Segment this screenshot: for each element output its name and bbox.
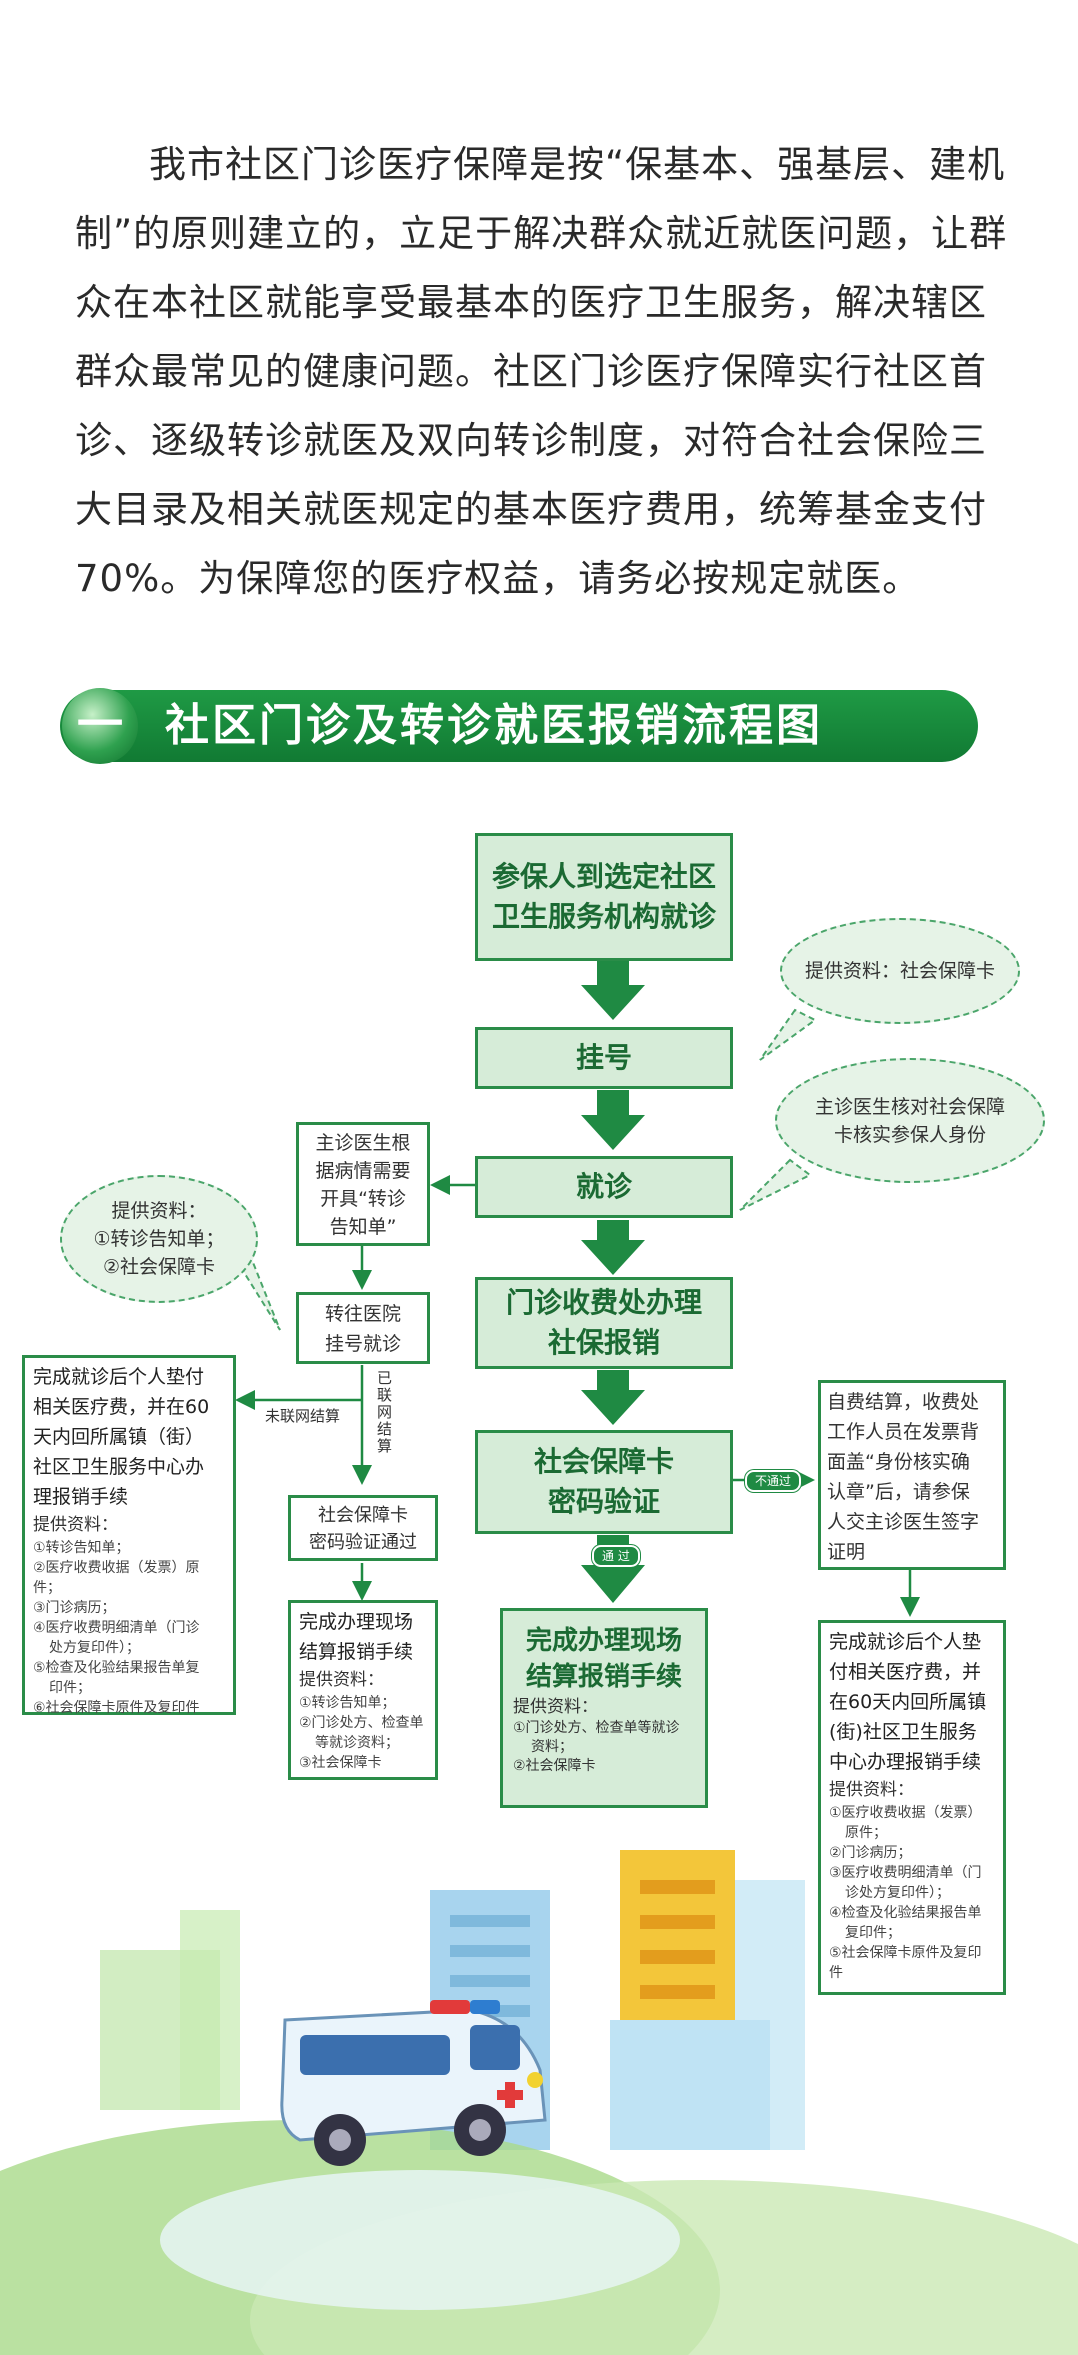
step5-line1: 社会保障卡 (533, 1445, 674, 1478)
verify-line: 密码验证通过 (309, 1532, 417, 1553)
complete-item: 等就诊资料； (315, 1735, 399, 1751)
self-line: 认章”后，请参保 (827, 1481, 970, 1503)
step1-line1: 参保人到选定社区 (491, 860, 716, 893)
step6-line2: 结算报销手续 (525, 1662, 682, 1692)
reimb-item: 印件； (49, 1680, 91, 1696)
self-line: 人交主诊医生签字 (827, 1511, 980, 1533)
step3-label: 就诊 (575, 1170, 632, 1203)
step4-line2: 社保报销 (547, 1326, 660, 1359)
reimb-sub: 提供资料： (33, 1515, 118, 1535)
step6-sub: 提供资料： (513, 1697, 598, 1717)
reimb-head: 社区卫生服务中心办 (33, 1456, 205, 1478)
bubble-provide-card: 提供资料：社会保障卡 (780, 918, 1020, 1024)
step6-item: ②社会保障卡 (513, 1758, 596, 1774)
step-complete-settlement: 完成办理现场 结算报销手续 提供资料： ①门诊处方、检查单等就诊 资料； ②社会… (500, 1608, 708, 1808)
reimb-sub: 提供资料： (829, 1780, 914, 1800)
linked-label: 已联网结算 (375, 1370, 393, 1455)
reimb-item: ①转诊告知单； (33, 1540, 130, 1556)
step1-line2: 卫生服务机构就诊 (491, 900, 716, 933)
intro-paragraph: 我市社区门诊医疗保障是按“保基本、强基层、建机制”的原则建立的，立足于解决群众就… (75, 143, 1008, 600)
reimb-item: 件 (829, 1965, 843, 1981)
complete-line: 完成办理现场 (299, 1611, 414, 1633)
reimb-item: ③门诊病历； (33, 1600, 116, 1616)
complete-sub: 提供资料： (299, 1670, 384, 1690)
fail-tag: 不通过 (745, 1470, 802, 1492)
reimb-item: 复印件； (845, 1925, 901, 1941)
reimb-item: ⑤检查及化验结果报告单复 (33, 1660, 200, 1676)
step-cashier: 门诊收费处办理 社保报销 (475, 1277, 733, 1369)
bubble3-line: 提供资料： (111, 1200, 207, 1222)
reimb-head: 完成就诊后个人垫付 (33, 1366, 205, 1388)
reimb-item: ④检查及化验结果报告单 (829, 1905, 982, 1921)
transfer-hospital-box: 转往医院 挂号就诊 (296, 1292, 430, 1364)
bubble3-line: ②社会保障卡 (102, 1256, 216, 1278)
complete-item: ①转诊告知单； (299, 1695, 396, 1711)
reimb-head: 理报销手续 (33, 1486, 129, 1508)
self-line: 自费结算，收费处 (827, 1391, 980, 1413)
bubble2-line: 主诊医生核对社会保障 (814, 1095, 1005, 1118)
reimb-head: (街)社区卫生服务 (829, 1721, 977, 1743)
unlinked-label: 未联网结算 (265, 1407, 341, 1425)
self-line: 面盖“身份核实确 (827, 1451, 970, 1473)
reimb-head: 完成就诊后个人垫 (829, 1631, 982, 1653)
left-reimburse-box: 完成就诊后个人垫付 相关医疗费，并在60 天内回所属镇（街） 社区卫生服务中心办… (22, 1355, 236, 1716)
ambulance-icon (280, 2000, 547, 2166)
verify-line: 社会保障卡 (318, 1505, 408, 1526)
bubble-doctor-verify: 主诊医生核对社会保障 卡核实参保人身份 (775, 1058, 1045, 1183)
banner-ball-icon (62, 688, 138, 764)
bubble3-line: ①转诊告知单； (93, 1228, 225, 1250)
reimb-head: 天内回所属镇（街） (33, 1426, 205, 1448)
step5-line2: 密码验证 (547, 1485, 660, 1518)
complete-line: 结算报销手续 (299, 1641, 414, 1663)
step6-line1: 完成办理现场 (525, 1626, 682, 1656)
self-pay-box: 自费结算，收费处 工作人员在发票背 面盖“身份核实确 认章”后，请参保 人交主诊… (818, 1380, 1006, 1570)
step4-line1: 门诊收费处办理 (505, 1286, 702, 1319)
step6-item: ①门诊处方、检查单等就诊 (513, 1720, 680, 1736)
step-consult: 就诊 (475, 1156, 733, 1218)
reimb-item: ④医疗收费明细清单（门诊 (33, 1620, 200, 1636)
self-line: 工作人员在发票背 (827, 1421, 980, 1443)
green-hills (0, 2120, 1078, 2355)
transfer-line: 转往医院 (324, 1303, 401, 1325)
reimb-item: ③医疗收费明细清单（门 (829, 1865, 982, 1881)
section-banner (60, 690, 978, 762)
reimb-item: ②门诊病历； (829, 1845, 912, 1861)
transfer-line: 挂号就诊 (324, 1333, 401, 1355)
banner-title: 社区门诊及转诊就医报销流程图 (165, 700, 823, 751)
pass-tag: 通 过 (592, 1545, 640, 1567)
banner-number: 一 (77, 697, 123, 751)
reimb-item: 诊处方复印件）； (845, 1885, 950, 1901)
step-card-verify: 社会保障卡 密码验证 (475, 1430, 733, 1534)
reimb-item: 处方复印件）； (49, 1640, 140, 1656)
step-visit-clinic: 参保人到选定社区 卫生服务机构就诊 (475, 833, 733, 961)
complete-item: ②门诊处方、检查单 (299, 1715, 424, 1731)
step6-item: 资料； (531, 1739, 573, 1755)
reimb-item: ①医疗收费收据（发票） (829, 1805, 982, 1821)
reimb-head: 相关医疗费，并在60 (33, 1396, 210, 1418)
doctor-line: 告知单” (329, 1216, 397, 1238)
reimb-head: 在60天内回所属镇 (829, 1691, 987, 1713)
ambulance-city-illustration (0, 1850, 1078, 2355)
bubble2-line: 卡核实参保人身份 (833, 1123, 986, 1146)
reimb-item: ②医疗收费收据（发票）原件； (33, 1560, 200, 1596)
reimb-item: 原件； (845, 1825, 887, 1841)
left-complete-box: 完成办理现场 结算报销手续 提供资料： ①转诊告知单； ②门诊处方、检查单 等就… (288, 1600, 438, 1780)
bubble-transfer-docs: 提供资料： ①转诊告知单； ②社会保障卡 (60, 1175, 258, 1303)
complete-item: ③社会保障卡 (299, 1755, 382, 1771)
left-card-verify-box: 社会保障卡 密码验证通过 (288, 1495, 438, 1561)
doctor-referral-box: 主诊医生根 据病情需要 开具“转诊 告知单” (296, 1122, 430, 1246)
reimb-item: ⑤社会保障卡原件及复印 (829, 1945, 982, 1961)
step2-label: 挂号 (575, 1041, 632, 1074)
reimb-head: 中心办理报销手续 (829, 1751, 982, 1773)
doctor-line: 主诊医生根 (315, 1132, 411, 1154)
right-reimburse-box: 完成就诊后个人垫 付相关医疗费，并 在60天内回所属镇 (街)社区卫生服务 中心… (818, 1620, 1006, 1995)
step-register: 挂号 (475, 1027, 733, 1089)
doctor-line: 开具“转诊 (320, 1188, 406, 1210)
reimb-head: 付相关医疗费，并 (829, 1661, 982, 1683)
bubble1-text: 提供资料：社会保障卡 (804, 960, 995, 982)
doctor-line: 据病情需要 (315, 1160, 411, 1182)
reimb-item: ⑥社会保障卡原件及复印件 (33, 1700, 200, 1716)
self-line: 证明 (827, 1541, 866, 1563)
